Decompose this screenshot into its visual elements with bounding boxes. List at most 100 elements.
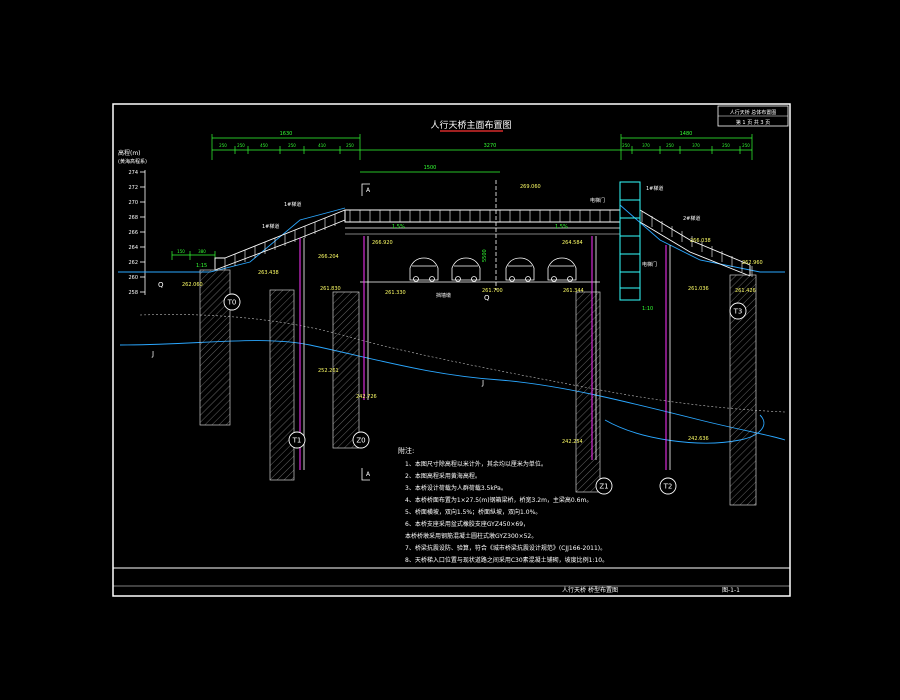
footer-no: 图-1-1 [722,587,740,594]
section-a-top: A [366,187,371,194]
el-pier4-ground: 261.036 [688,286,709,292]
dim-left-part-1: 250 [237,143,245,148]
j-mid: J [481,379,484,387]
el-left-ground: 262.060 [182,282,203,288]
dim-left-small-0: 150 [177,249,185,254]
title-block-name: 人行天桥 总体布置图 [730,109,777,116]
scale-tick-label: 266 [128,230,138,236]
dim-right-part-3: 370 [692,143,700,148]
deck-slope-left: 1.5% [392,224,405,230]
dim-right-part-1: 370 [642,143,650,148]
note-3: 4、本桥桥面布置为1×27.5(m)钢箱梁桥，桥宽3.2m，主梁高0.6m。 [405,496,592,504]
pier-marker-z0: Z0 [352,431,370,449]
el-pier-b-top: 264.584 [562,240,583,246]
dim-right-part-5: 250 [742,143,750,148]
dim-left-total: 1630 [280,131,293,137]
el-right-ground: 262.960 [742,260,763,266]
pier-marker-t3: T3 [729,302,747,320]
footer-title: 人行天桥 桥型布置图 [562,586,618,594]
pier-marker-label: T0 [227,299,237,307]
el-pier1-base: 252.261 [318,368,339,374]
dim-left-part-5: 250 [346,143,354,148]
note-1: 2、本图高程采用黄海高程。 [405,472,481,480]
bridge-deck [344,209,621,235]
q-mid: Q [484,294,490,302]
scale-tick-label: 270 [128,200,138,206]
el-pier2-ground: 261.330 [385,290,406,296]
el-right-ramp: 266.038 [690,238,711,244]
scale-tick-label: 274 [128,170,138,176]
vehicles [409,257,577,282]
dim-left-part-4: 410 [318,143,326,148]
vehicle-icon [505,257,535,282]
notes-title: 附注: [398,446,414,455]
elevation-scale-title: 高程(m) [118,149,141,157]
pile [575,291,601,493]
ramp-right-a: 1#梯道 [646,185,663,192]
dim-right-total: 1480 [680,131,693,137]
elevation-tags: 269.060 266.204 263.438 262.060 266.920 … [182,184,763,445]
pier-marker-label: T2 [663,483,673,491]
el-deck-top: 269.060 [520,184,541,190]
dimension-lines [171,134,753,260]
notes: 附注: 1、本图尺寸除高程以米计外，其余均以厘米为单位。 2、本图高程采用黄海高… [398,446,608,564]
el-pier3-base: 242.254 [562,439,583,445]
deck-slope-right: 1.5% [555,224,568,230]
dim-left-part-0: 250 [219,143,227,148]
dim-main-deck: 1500 [424,165,437,171]
scale-tick-label: 262 [128,260,138,266]
note-4: 5、桥面横坡，双向1.5%；桥面纵坡，双向1.0%。 [405,508,541,516]
section-mark [361,180,497,481]
dimension-texts: 1630 1480 3270 1500 250 250 450 250 410 … [177,131,750,254]
dim-left-part-3: 250 [288,143,296,148]
ramp-left-a: 1#梯道 [284,201,301,208]
scale-tick-label: 260 [128,275,138,281]
title-block-sheet: 第 1 页 共 3 页 [736,119,770,126]
pier-marker-label: T1 [292,437,302,445]
el-pier4-base: 242.636 [688,436,709,442]
elevator-door-bottom: 电梯门 [642,261,657,268]
pier-marker-label: Z0 [356,437,365,445]
slope-left: 1:15 [196,263,207,269]
left-ramp [214,209,346,271]
pile [269,289,295,481]
el-pier5-ground: 261.426 [735,288,756,294]
note-0: 1、本图尺寸除高程以米计外，其余均以厘米为单位。 [405,460,547,468]
el-pier2-base: 242.726 [356,394,377,400]
scale-tick-label: 272 [128,185,138,191]
dim-right-part-4: 250 [722,143,730,148]
clearance: 5500 [482,249,488,262]
dim-left-part-2: 450 [260,143,268,148]
scale-tick-label: 268 [128,215,138,221]
el-left-ramp-a: 266.204 [318,254,339,260]
note-6: 本桥桥墩采用钢筋混凝土圆柱式墩GYZ300×52。 [405,532,537,540]
pier-marker-t2: T2 [659,477,677,495]
j-left: J [151,350,154,358]
drawing-title: 人行天桥主面布置图 [430,119,511,131]
note-2: 3、本桥设计荷载为人群荷载3.5kPa。 [405,484,507,492]
note-8: 8、天桥梯入口位置与现状道路之间采用C30素混凝土铺砌，坡度比例1:10。 [405,556,608,564]
drawing-frame [112,103,791,597]
section-a-bottom: A [366,471,371,478]
ground-lines [118,204,786,444]
scale-tick-label: 264 [128,245,138,251]
pier-marker-label: Z1 [599,483,608,491]
vehicle-icon [409,257,439,282]
pier-marker-z1: Z1 [595,477,613,495]
elevator-tower [619,181,641,301]
dim-span-main: 3270 [484,143,497,149]
scale-tick-label: 258 [128,290,138,296]
el-pier3-ground: 261.344 [563,288,584,294]
el-pier-a-top: 266.920 [372,240,393,246]
elevation-scale-subtitle: (黄海高程系) [118,158,147,165]
pier-marker-t0: T0 [223,293,241,311]
vehicle-icon [451,257,481,282]
pier-marker-label: T3 [733,308,743,316]
elevation-scale: 高程(m) (黄海高程系) 274 272 270 268 266 264 262 260 25… [118,149,147,296]
right-ramp [639,209,753,277]
elevator-door-top: 电梯门 [590,197,605,204]
labels: 1#梯道 1#梯道 1#梯道 2#梯道 电梯门 电梯门 挡墙墩 1:15 1:1… [151,185,700,387]
q-left: Q [158,281,164,289]
note-5: 6、本桥支座采用盆式橡胶支座GYZ450×69， [405,520,529,528]
